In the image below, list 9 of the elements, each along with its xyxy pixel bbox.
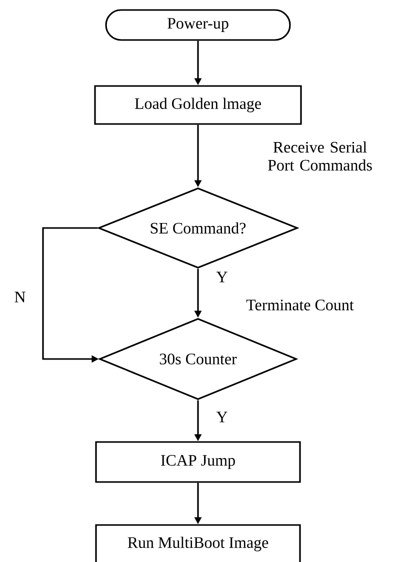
process-box: ICAP Jump xyxy=(95,441,301,483)
edge-label: Y xyxy=(216,272,228,282)
process-box: Run MultiBoot Image xyxy=(95,524,301,562)
start-terminal: Power-up xyxy=(105,9,291,41)
edge-label: Receive Serial Port Commands xyxy=(268,141,372,171)
process-box: Load Golden lmage xyxy=(94,85,302,125)
edge-label: Y xyxy=(216,412,228,422)
note-text: Terminate Count xyxy=(246,300,354,310)
edge-label: N xyxy=(14,292,26,302)
